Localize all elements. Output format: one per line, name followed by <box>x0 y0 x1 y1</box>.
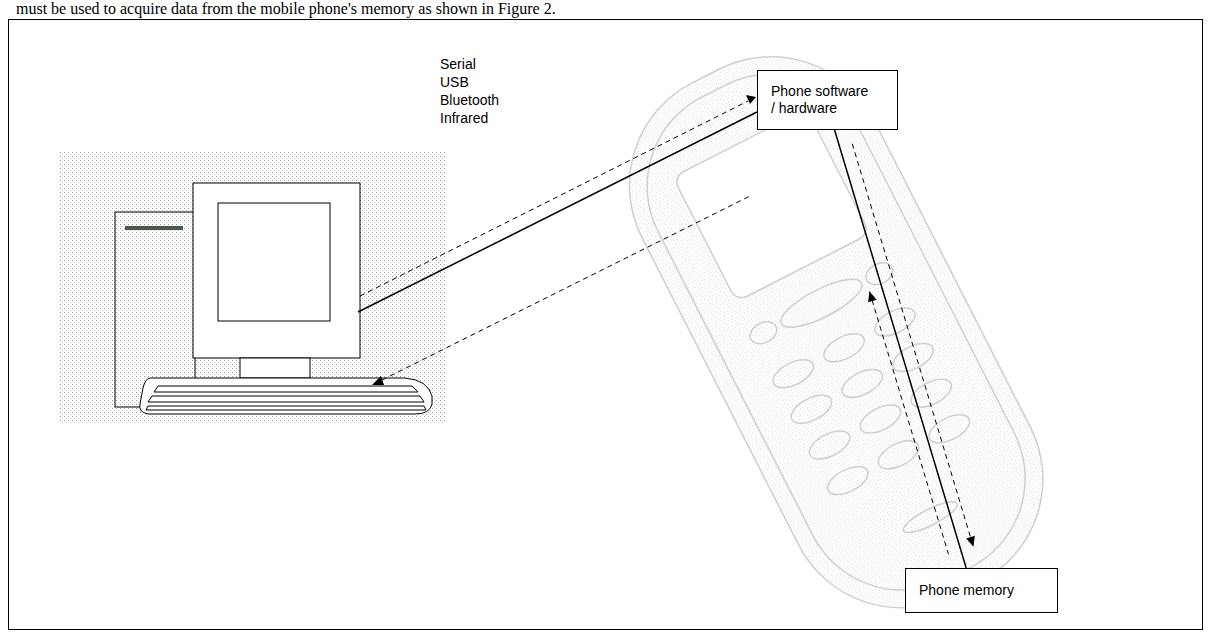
interface-name: Bluetooth <box>440 91 499 109</box>
connector <box>835 130 975 568</box>
interface-name: Serial <box>440 55 476 73</box>
box-text: Phone software / hardware <box>771 83 872 117</box>
connection-lines <box>358 95 757 385</box>
body-text: must be used to acquire data from the mo… <box>16 0 556 18</box>
process-box: Phone software / hardware <box>757 70 898 130</box>
interface-name: Infrared <box>440 109 488 127</box>
computer-illustration <box>60 152 445 424</box>
process-box: Phone memory <box>905 568 1058 613</box>
interface-name: USB <box>440 73 469 91</box>
phone-illustration <box>590 17 1083 637</box>
box-text: Phone memory <box>919 582 1044 599</box>
